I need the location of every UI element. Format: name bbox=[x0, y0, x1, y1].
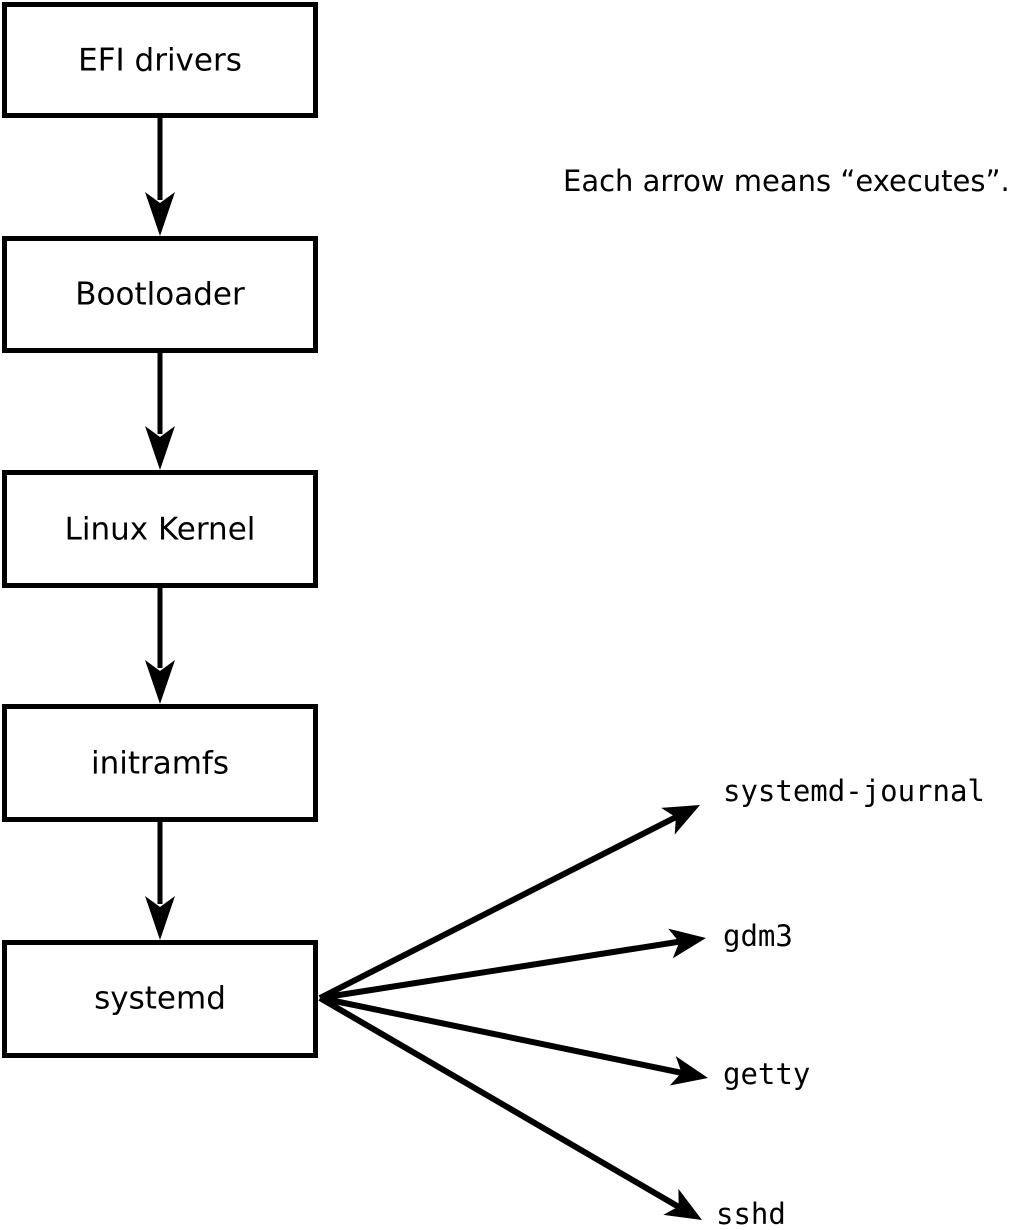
service-label-getty: getty bbox=[723, 1057, 810, 1091]
node-efi-drivers[interactable]: EFI drivers bbox=[2, 2, 318, 118]
fan-arrow-systemd-journal bbox=[318, 791, 707, 1001]
node-bootloader[interactable]: Bootloader bbox=[2, 236, 318, 353]
arrowhead-icon bbox=[663, 1188, 710, 1230]
node-label-systemd: systemd bbox=[94, 981, 226, 1017]
service-label-gdm3: gdm3 bbox=[723, 919, 793, 953]
node-linux-kernel[interactable]: Linux Kernel bbox=[2, 470, 318, 588]
chain-arrow-efi-to-bootloader bbox=[145, 118, 175, 236]
legend-note: Each arrow means “executes”. bbox=[563, 164, 1010, 198]
fan-arrow-getty bbox=[319, 995, 712, 1093]
fan-arrow-sshd bbox=[318, 995, 710, 1230]
chain-arrow-initramfs-to-systemd bbox=[145, 822, 175, 940]
chain-arrow-bootloader-to-kernel bbox=[145, 353, 175, 470]
node-label-initramfs: initramfs bbox=[91, 746, 229, 782]
node-systemd[interactable]: systemd bbox=[2, 940, 318, 1058]
chain-arrow-kernel-to-initramfs bbox=[145, 588, 175, 704]
node-label-linux-kernel: Linux Kernel bbox=[65, 512, 256, 548]
arrowhead-icon bbox=[661, 791, 707, 835]
node-label-efi-drivers: EFI drivers bbox=[78, 43, 242, 79]
node-label-bootloader: Bootloader bbox=[75, 277, 245, 313]
node-initramfs[interactable]: initramfs bbox=[2, 704, 318, 822]
service-label-sshd: sshd bbox=[716, 1197, 786, 1230]
service-label-systemd-journal: systemd-journal bbox=[723, 774, 985, 808]
fan-arrow-gdm3 bbox=[319, 923, 709, 1001]
